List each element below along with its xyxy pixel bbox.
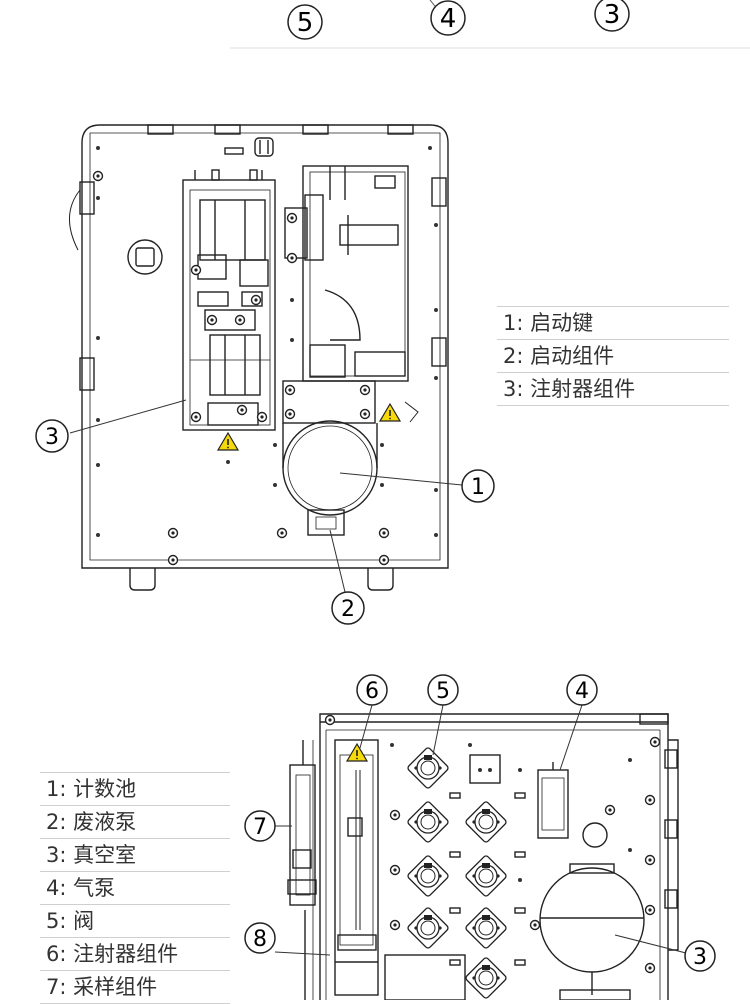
svg-text:5: 5 <box>436 679 450 704</box>
svg-text:2: 2 <box>341 597 355 622</box>
side-callout-5: 5 <box>427 674 459 706</box>
top-strip: 5 4 3 <box>230 0 750 49</box>
legend-item: 3: 注射器组件 <box>497 373 729 406</box>
side-view-drawing <box>287 713 679 1000</box>
front-callout-2: 2 <box>331 591 365 625</box>
legend-item: 4: 气泵 <box>40 872 230 905</box>
side-callout-4: 4 <box>566 674 598 706</box>
side-valves <box>406 746 508 1000</box>
legend-item: 2: 启动组件 <box>497 340 729 373</box>
side-callout-3: 3 <box>684 940 716 972</box>
legend-item: 2: 废液泵 <box>40 806 230 839</box>
legend-item: 6: 注射器组件 <box>40 938 230 971</box>
legend-item: 5: 阀 <box>40 905 230 938</box>
svg-text:8: 8 <box>253 927 267 952</box>
svg-text:1: 1 <box>471 475 485 500</box>
svg-text:3: 3 <box>604 0 621 30</box>
vacuum-chamber-circle <box>539 867 645 973</box>
front-housing <box>81 124 449 569</box>
front-view-drawing <box>69 124 449 591</box>
legend-item: 3: 真空室 <box>40 839 230 872</box>
front-fasteners <box>92 146 438 566</box>
side-housing <box>319 713 669 1000</box>
top-callout-3: 3 <box>594 0 630 32</box>
side-view-legend: 1: 计数池 2: 废液泵 3: 真空室 4: 气泵 5: 阀 6: 注射器组件… <box>40 772 230 1004</box>
top-callout-4: 4 <box>430 0 466 36</box>
svg-text:5: 5 <box>297 8 314 38</box>
legend-item: 1: 启动键 <box>497 307 729 340</box>
front-leader-lines <box>69 399 463 593</box>
start-key-circle <box>282 420 378 516</box>
front-view-legend: 1: 启动键 2: 启动组件 3: 注射器组件 <box>497 306 729 406</box>
svg-text:3: 3 <box>693 945 707 970</box>
svg-text:4: 4 <box>440 4 457 34</box>
top-callout-5: 5 <box>287 4 323 40</box>
svg-text:7: 7 <box>253 815 267 840</box>
svg-text:4: 4 <box>575 679 589 704</box>
svg-text:3: 3 <box>45 425 59 450</box>
legend-item: 7: 采样组件 <box>40 971 230 1004</box>
side-callout-6: 6 <box>356 674 388 706</box>
front-callout-1: 1 <box>461 469 495 503</box>
side-leader-lines <box>274 704 687 956</box>
legend-item: 1: 计数池 <box>40 773 230 806</box>
front-callout-3: 3 <box>35 419 69 453</box>
svg-text:6: 6 <box>365 679 379 704</box>
side-callout-7: 7 <box>244 810 276 842</box>
side-callout-8: 8 <box>244 922 276 954</box>
